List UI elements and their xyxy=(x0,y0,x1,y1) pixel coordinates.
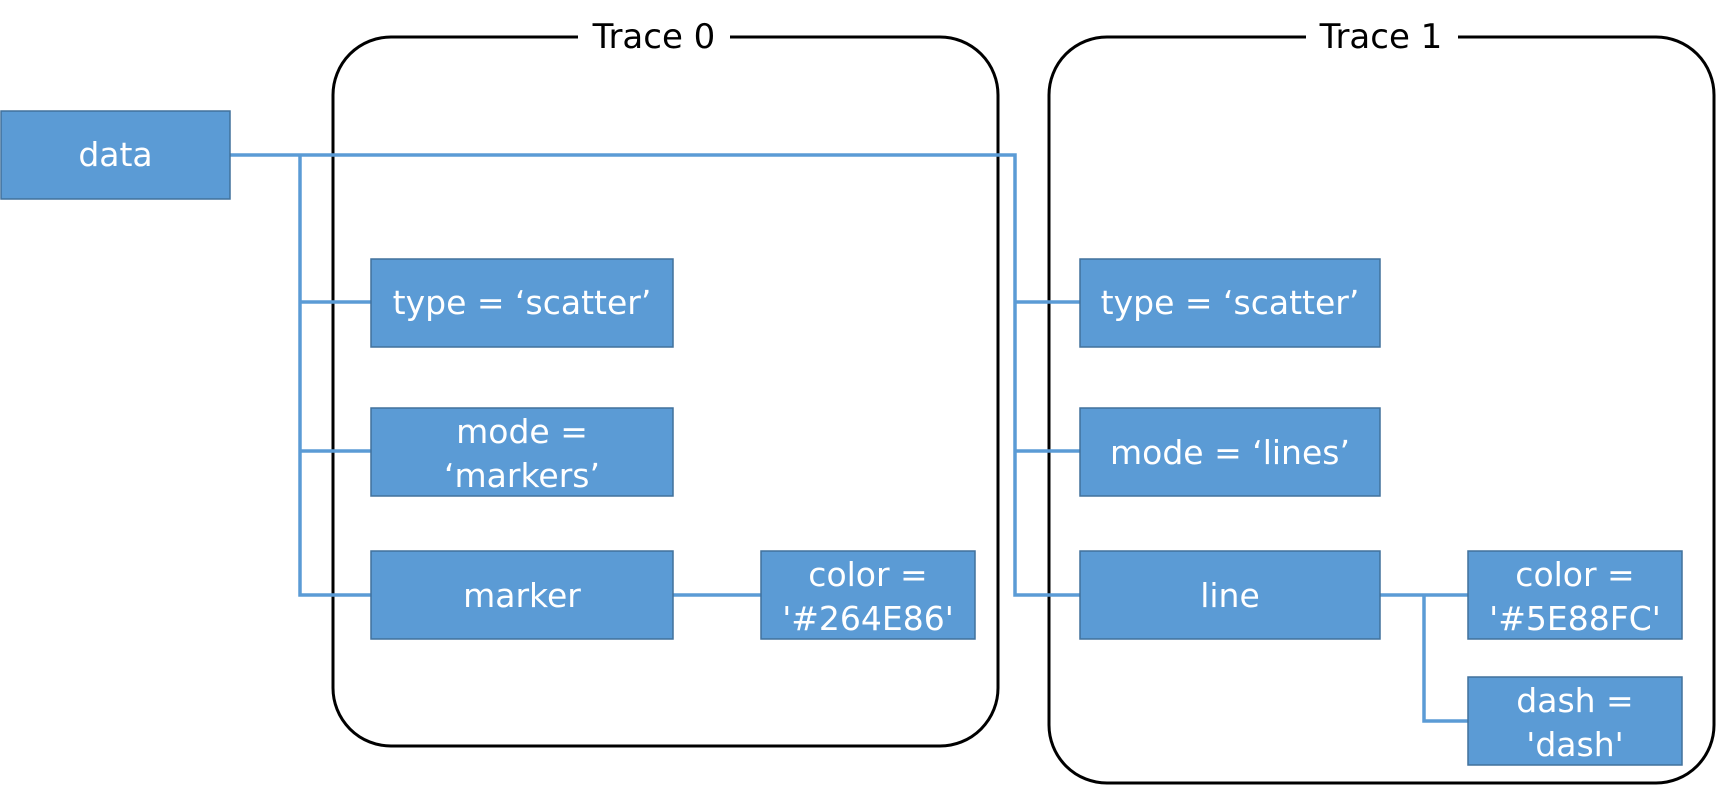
data-node-label: data xyxy=(78,135,152,174)
line-color-label-line-2: '#5E88FC' xyxy=(1489,599,1661,638)
marker-color-label-line-1: color = xyxy=(808,555,927,594)
trace-0-spine-connector xyxy=(298,155,371,597)
root-to-trace-1-connector xyxy=(230,153,1080,597)
marker-color-node xyxy=(760,550,976,640)
trace-1-mode-node xyxy=(1079,407,1381,497)
trace-1-title-bg xyxy=(1306,14,1458,58)
trace-1-type-node xyxy=(1079,258,1381,348)
trace-0-type-label: type = ‘scatter’ xyxy=(393,283,652,322)
trace-1-title: Trace 1 xyxy=(1319,17,1443,57)
trace-1-mode-label: mode = ‘lines’ xyxy=(1110,433,1350,472)
marker-color-label-line-2: '#264E86' xyxy=(782,599,954,638)
trace-0-mode-node xyxy=(370,407,674,497)
line-dash-node xyxy=(1467,676,1683,766)
trace-0-mode-label-line-2: ‘markers’ xyxy=(444,456,600,495)
line-dash-label-line-1: dash = xyxy=(1516,681,1633,720)
trace-0-mode-label-line-1: mode = xyxy=(456,412,588,451)
line-color-label-line-1: color = xyxy=(1515,555,1634,594)
line-to-dash-connector xyxy=(1422,595,1468,723)
marker-node xyxy=(370,550,674,640)
line-color-node xyxy=(1467,550,1683,640)
trace-0-title-bg xyxy=(578,14,730,58)
trace-0-title: Trace 0 xyxy=(592,17,716,57)
marker-node-label: marker xyxy=(463,576,581,615)
line-dash-label-line-2: 'dash' xyxy=(1526,725,1623,764)
line-node xyxy=(1079,550,1381,640)
trace-0-type-node xyxy=(370,258,674,348)
data-node xyxy=(0,110,231,200)
line-node-label: line xyxy=(1200,576,1260,615)
trace-1-type-label: type = ‘scatter’ xyxy=(1101,283,1360,322)
